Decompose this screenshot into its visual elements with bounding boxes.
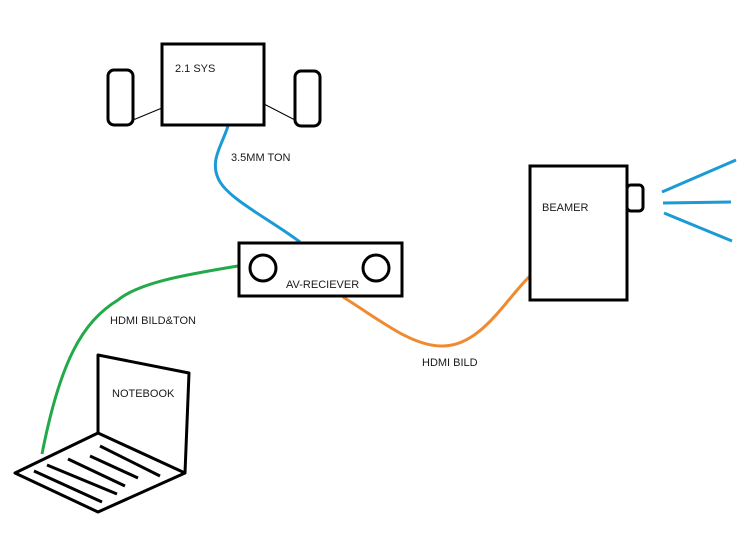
notebook-label: NOTEBOOK xyxy=(112,388,175,400)
cable-hdmi-bild xyxy=(342,274,532,348)
right-speaker-icon xyxy=(293,69,322,128)
sound-system: 2.1 SYS xyxy=(106,42,322,128)
av-receiver: AV-RECIEVER xyxy=(237,241,404,298)
keyboard-row-3 xyxy=(67,457,126,488)
keyboard-row-2 xyxy=(46,463,118,496)
right-speaker-wire xyxy=(263,103,296,121)
av-receiver-box xyxy=(237,241,404,298)
cable-hdmi-bild-ton xyxy=(40,264,239,455)
left-speaker-wire xyxy=(132,107,163,121)
av-receiver-label: AV-RECIEVER xyxy=(286,279,359,291)
notebook-screen xyxy=(96,353,191,474)
cable-3-5mm-ton xyxy=(213,125,301,244)
beamer: BEAMER xyxy=(528,158,737,302)
beamer-lens-icon xyxy=(625,183,645,213)
beam-ray-top xyxy=(661,158,737,194)
beam-ray-middle xyxy=(662,200,732,205)
right-knob-icon xyxy=(361,253,391,283)
notebook-base xyxy=(13,431,187,514)
cable-label-3-5mm-ton: 3.5MM TON xyxy=(231,152,291,164)
cable-label-hdmi-bild: HDMI BILD xyxy=(422,357,478,369)
beamer-box xyxy=(528,164,629,302)
left-knob-icon xyxy=(248,253,278,283)
keyboard-row-1 xyxy=(33,469,103,504)
subwoofer-box xyxy=(160,42,266,127)
keyboard-row-4 xyxy=(89,454,139,480)
keyboard-row-5 xyxy=(99,444,161,478)
left-speaker-icon xyxy=(106,68,135,127)
beam-ray-bottom xyxy=(663,211,733,243)
cable-label-hdmi-bild-ton: HDMI BILD&TON xyxy=(110,315,196,327)
notebook xyxy=(13,353,191,514)
sound-system-label: 2.1 SYS xyxy=(175,63,215,75)
beamer-label: BEAMER xyxy=(542,202,589,214)
